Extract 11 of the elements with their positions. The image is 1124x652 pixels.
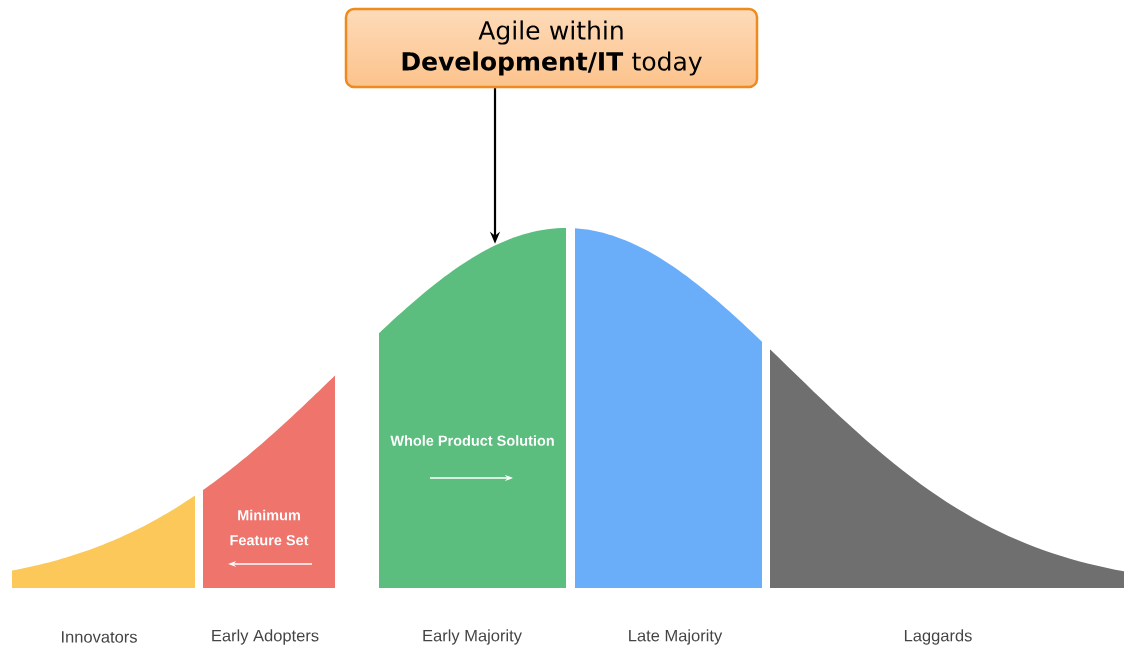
curve-segment — [12, 495, 195, 588]
callout-box: Agile within Development/IT today — [344, 7, 759, 89]
segment-label: Early Majority — [423, 629, 522, 645]
curve-segment: Minimum Feature Set — [203, 375, 335, 588]
segment-label: Laggards — [904, 629, 972, 645]
segment-label: Innovators — [62, 631, 137, 643]
curve-segment — [575, 228, 762, 588]
curve-segment: Whole Product Solution — [379, 228, 566, 588]
segment-label: Early Adopters — [212, 629, 319, 645]
segment-label: Late Majority — [629, 629, 723, 645]
curve-segment — [770, 349, 1124, 588]
